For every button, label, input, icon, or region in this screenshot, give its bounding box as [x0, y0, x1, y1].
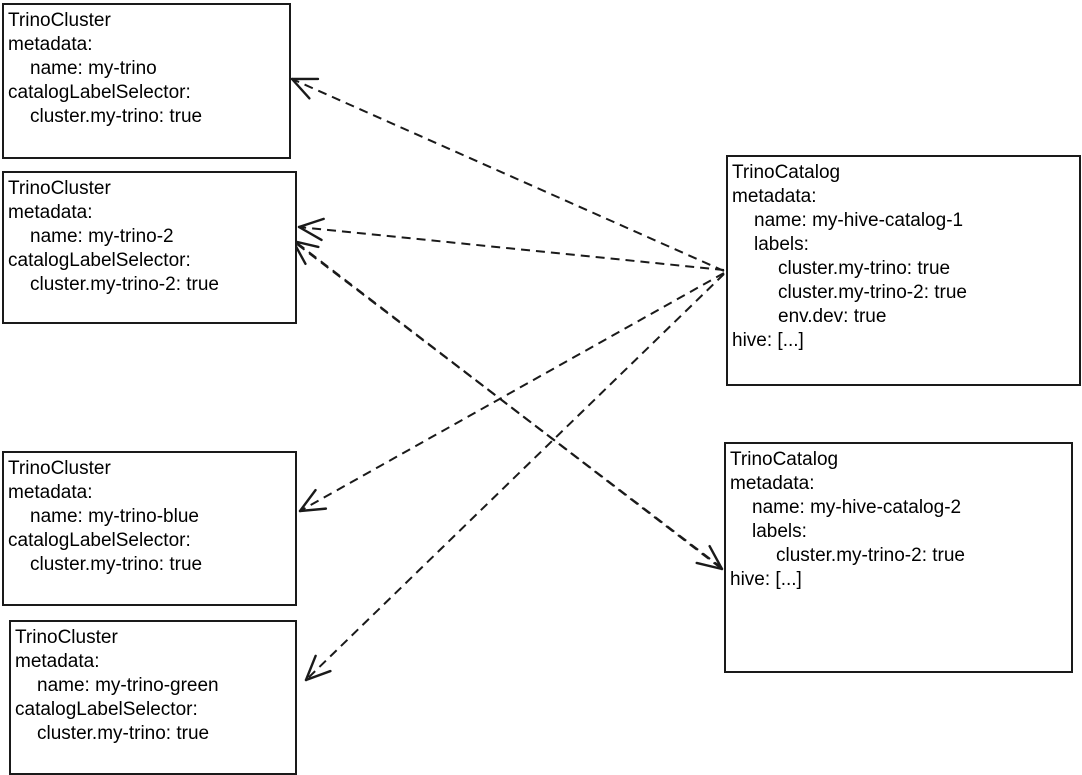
node-body-catalog-hive-2: TrinoCatalog metadata: name: my-hive-catal…	[730, 448, 1069, 592]
node-trinocluster-my-trino-blue[interactable]: TrinoCluster metadata: name: my-trino-blue…	[2, 451, 297, 606]
edge-line	[299, 272, 725, 512]
node-text-line: metadata:	[8, 202, 93, 223]
node-text-line: metadata:	[732, 186, 817, 207]
edge-line	[305, 273, 725, 681]
edge-my-trino-2-to-hive2	[296, 242, 724, 571]
node-trinocluster-my-trino-2[interactable]: TrinoCluster metadata: name: my-trino-2 cat…	[2, 171, 297, 324]
edge-arrowhead-barb-1	[695, 561, 724, 571]
node-trinocluster-my-trino-green[interactable]: TrinoCluster metadata: name: my-trino-gree…	[9, 620, 297, 775]
edge-arrowhead-barb-2	[297, 225, 323, 242]
node-text-line: env.dev: true	[778, 306, 887, 327]
edge-line	[291, 78, 725, 272]
node-text-line: name: my-trino-blue	[30, 506, 199, 527]
node-text-line: hive: [...]	[730, 569, 802, 590]
edge-arrowhead-barb-2	[298, 507, 328, 513]
node-text-line: TrinoCluster	[8, 10, 111, 31]
node-text-line: metadata:	[730, 473, 815, 494]
node-text-line: labels:	[754, 234, 809, 255]
edge-line	[292, 240, 723, 569]
node-text-line: cluster.my-trino: true	[37, 723, 210, 744]
node-text-line: catalogLabelSelector:	[8, 82, 191, 103]
edge-arrowhead-barb-2	[290, 77, 311, 100]
node-text-line: cluster.my-trino-2: true	[776, 545, 965, 566]
node-text-line: cluster.my-trino: true	[30, 106, 203, 127]
edge-line	[296, 242, 723, 570]
node-text-line: TrinoCluster	[8, 178, 111, 199]
edge-hive2-to-my-trino-2	[291, 239, 723, 569]
node-body-cluster-my-trino-green: TrinoCluster metadata: name: my-trino-gree…	[15, 626, 293, 746]
node-trinocatalog-my-hive-catalog-2[interactable]: TrinoCatalog metadata: name: my-hive-catal…	[724, 442, 1073, 673]
node-body-cluster-my-trino-2: TrinoCluster metadata: name: my-trino-2 cat…	[8, 177, 293, 297]
node-text-line: name: my-hive-catalog-1	[754, 210, 964, 231]
node-text-line: name: my-trino-2	[30, 226, 174, 247]
node-text-line: metadata:	[8, 482, 93, 503]
node-text-line: metadata:	[15, 651, 100, 672]
node-text-line: labels:	[752, 521, 807, 542]
node-text-line: catalogLabelSelector:	[15, 699, 198, 720]
node-body-cluster-my-trino: TrinoCluster metadata: name: my-trino catal…	[8, 9, 287, 129]
edge-hive1-to-my-trino-green	[304, 273, 725, 682]
edge-arrowhead-barb-1	[304, 654, 317, 682]
node-text-line: TrinoCatalog	[732, 162, 841, 183]
node-trinocatalog-my-hive-catalog-1[interactable]: TrinoCatalog metadata: name: my-hive-catal…	[726, 155, 1081, 386]
node-text-line: TrinoCluster	[8, 458, 111, 479]
node-text-line: name: my-trino-green	[37, 675, 219, 696]
node-text-line: TrinoCatalog	[730, 449, 839, 470]
edge-hive1-to-my-trino	[290, 77, 725, 272]
node-trinocluster-my-trino[interactable]: TrinoCluster metadata: name: my-trino catal…	[2, 3, 291, 159]
node-text-line: catalogLabelSelector:	[8, 530, 191, 551]
node-body-cluster-my-trino-blue: TrinoCluster metadata: name: my-trino-blue…	[8, 457, 293, 577]
node-text-line: cluster.my-trino-2: true	[778, 282, 967, 303]
edge-arrowhead-barb-1	[297, 217, 325, 229]
node-text-line: catalogLabelSelector:	[8, 250, 191, 271]
node-text-line: cluster.my-trino-2: true	[30, 274, 219, 295]
node-text-line: metadata:	[8, 34, 93, 55]
edge-arrowhead-barb-1	[298, 488, 317, 513]
edge-arrowhead-barb-2	[708, 544, 724, 571]
edge-hive1-to-my-trino-blue	[298, 272, 725, 513]
node-body-catalog-hive-1: TrinoCatalog metadata: name: my-hive-catal…	[732, 161, 1077, 353]
node-text-line: TrinoCluster	[15, 627, 118, 648]
node-text-line: name: my-trino	[30, 58, 157, 79]
node-text-line: name: my-hive-catalog-2	[752, 497, 962, 518]
node-text-line: hive: [...]	[732, 330, 804, 351]
node-text-line: cluster.my-trino: true	[30, 554, 203, 575]
edge-arrowhead-barb-2	[304, 669, 332, 682]
edge-line	[298, 226, 725, 271]
edge-hive1-to-my-trino-2	[297, 217, 725, 271]
node-text-line: cluster.my-trino: true	[778, 258, 951, 279]
